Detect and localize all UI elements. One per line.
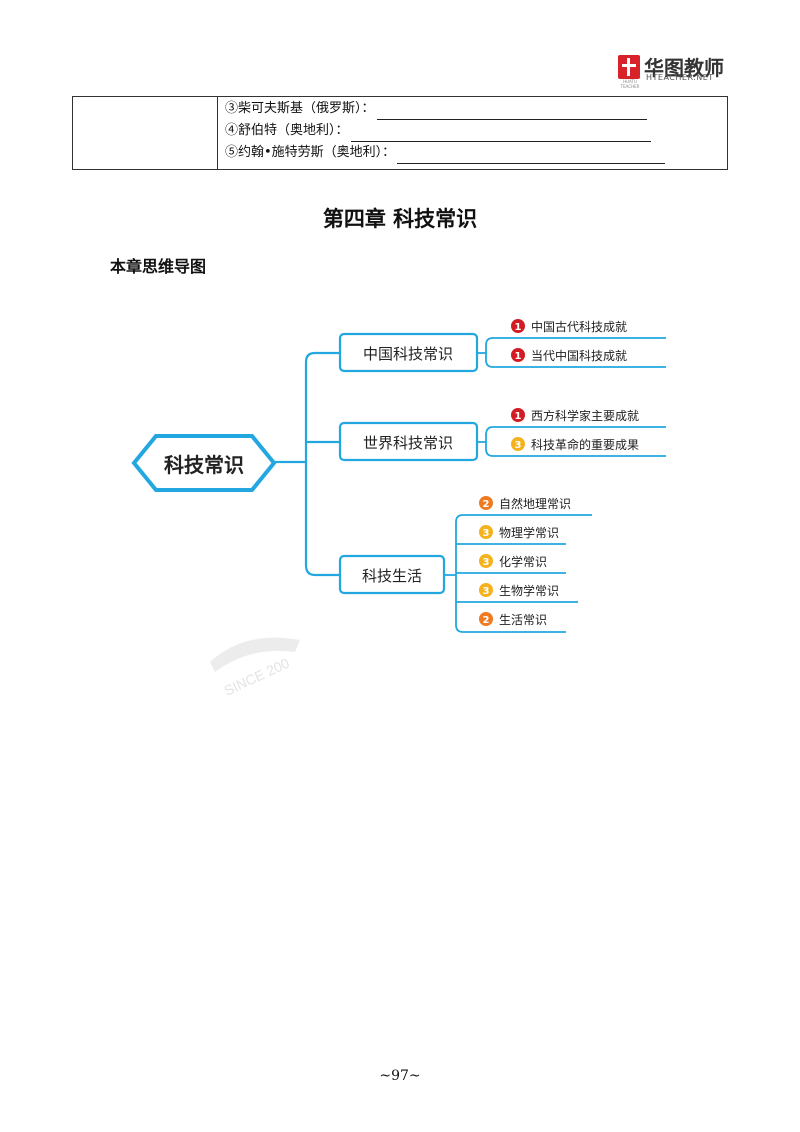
watermark-logo: SINCE 200 — [210, 637, 300, 699]
root-label: 科技常识 — [164, 453, 244, 477]
leaf-item: 1 中国古代科技成就 — [511, 319, 627, 334]
priority-badge-icon — [511, 437, 525, 451]
badge-number: 3 — [483, 557, 490, 568]
badge-number: 1 — [515, 322, 522, 333]
brand-name: 华图教师 — [644, 56, 724, 80]
badge-number: 3 — [483, 528, 490, 539]
branch-label: 中国科技常识 — [363, 345, 453, 363]
priority-badge-icon — [479, 554, 493, 568]
connector — [304, 351, 340, 363]
badge-number: 1 — [515, 351, 522, 362]
item-label: ⑤约翰•施特劳斯（奥地利）： — [225, 145, 396, 160]
leaf-label: 自然地理常识 — [499, 496, 571, 511]
leaf-label: 生物学常识 — [499, 583, 559, 598]
connector — [485, 337, 666, 346]
connector — [455, 522, 566, 633]
badge-number: 2 — [483, 499, 490, 510]
section-title: 本章思维导图 — [110, 257, 207, 276]
badge-number: 3 — [515, 440, 522, 451]
table-left-cell — [72, 96, 218, 170]
badge-number: 2 — [483, 615, 490, 626]
list-item: ④舒伯特（奥地利）： — [219, 120, 726, 142]
brand-logo: HUATU TEACHER 华图教师 HTEACHER.NET — [618, 55, 730, 89]
priority-badge-icon — [511, 319, 525, 333]
logo-subtext: HUATU TEACHER — [620, 79, 640, 89]
item-label: ④舒伯特（奥地利）： — [225, 123, 349, 138]
priority-badge-icon — [479, 496, 493, 510]
answer-blank[interactable] — [350, 127, 651, 142]
logo-mark-icon — [618, 55, 640, 79]
connector — [485, 426, 666, 436]
priority-badge-icon — [511, 348, 525, 362]
chapter-title: 第四章 科技常识 — [322, 206, 478, 231]
connector — [455, 514, 592, 523]
badge-number: 1 — [515, 411, 522, 422]
branch-node: 世界科技常识 — [338, 421, 479, 462]
item-label: ③柴可夫斯基（俄罗斯）： — [225, 101, 375, 116]
leaf-item: 3 科技革命的重要成果 — [511, 437, 639, 452]
branch-label: 世界科技常识 — [363, 434, 453, 452]
leaf-label: 物理学常识 — [499, 525, 559, 540]
badge-number: 3 — [483, 586, 490, 597]
leaf-label: 生活常识 — [499, 613, 547, 627]
priority-badge-icon — [479, 583, 493, 597]
branch-node: 科技生活 — [338, 554, 446, 595]
fill-in-table: ③柴可夫斯基（俄罗斯）： ④舒伯特（奥地利）： ⑤约翰•施特劳斯（奥地利）： — [72, 96, 728, 170]
branch-node: 中国科技常识 — [338, 332, 479, 373]
leaf-item: 3 生物学常识 — [479, 583, 559, 598]
list-item: ⑤约翰•施特劳斯（奥地利）： — [219, 142, 726, 164]
priority-badge-icon — [511, 408, 525, 422]
leaf-item: 1 当代中国科技成就 — [511, 348, 627, 363]
leaf-label: 中国古代科技成就 — [531, 319, 627, 334]
leaf-item: 2 自然地理常识 — [479, 496, 571, 511]
answer-blank[interactable] — [376, 105, 647, 120]
leaf-item: 2 生活常识 — [479, 612, 547, 627]
priority-badge-icon — [479, 525, 493, 539]
leaf-label: 化学常识 — [499, 554, 547, 569]
brand-domain: HTEACHER.NET — [646, 73, 714, 82]
table-right-cell: ③柴可夫斯基（俄罗斯）： ④舒伯特（奥地利）： ⑤约翰•施特劳斯（奥地利）： — [217, 96, 728, 170]
connector — [485, 435, 666, 457]
connector — [485, 345, 666, 368]
leaf-item: 3 物理学常识 — [479, 525, 559, 540]
list-item: ③柴可夫斯基（俄罗斯）： — [219, 98, 726, 120]
leaf-label: 当代中国科技成就 — [531, 348, 627, 363]
branch-label: 科技生活 — [362, 567, 422, 585]
connector — [304, 362, 340, 577]
leaf-item: 1 西方科学家主要成就 — [511, 408, 639, 423]
page-number: ~97~ — [379, 1068, 421, 1084]
priority-badge-icon — [479, 612, 493, 626]
leaf-item: 3 化学常识 — [479, 554, 547, 569]
leaf-label: 科技革命的重要成果 — [531, 437, 639, 452]
root-node: 科技常识 — [131, 434, 277, 492]
leaf-label: 西方科学家主要成就 — [531, 408, 639, 423]
answer-blank[interactable] — [397, 149, 666, 164]
